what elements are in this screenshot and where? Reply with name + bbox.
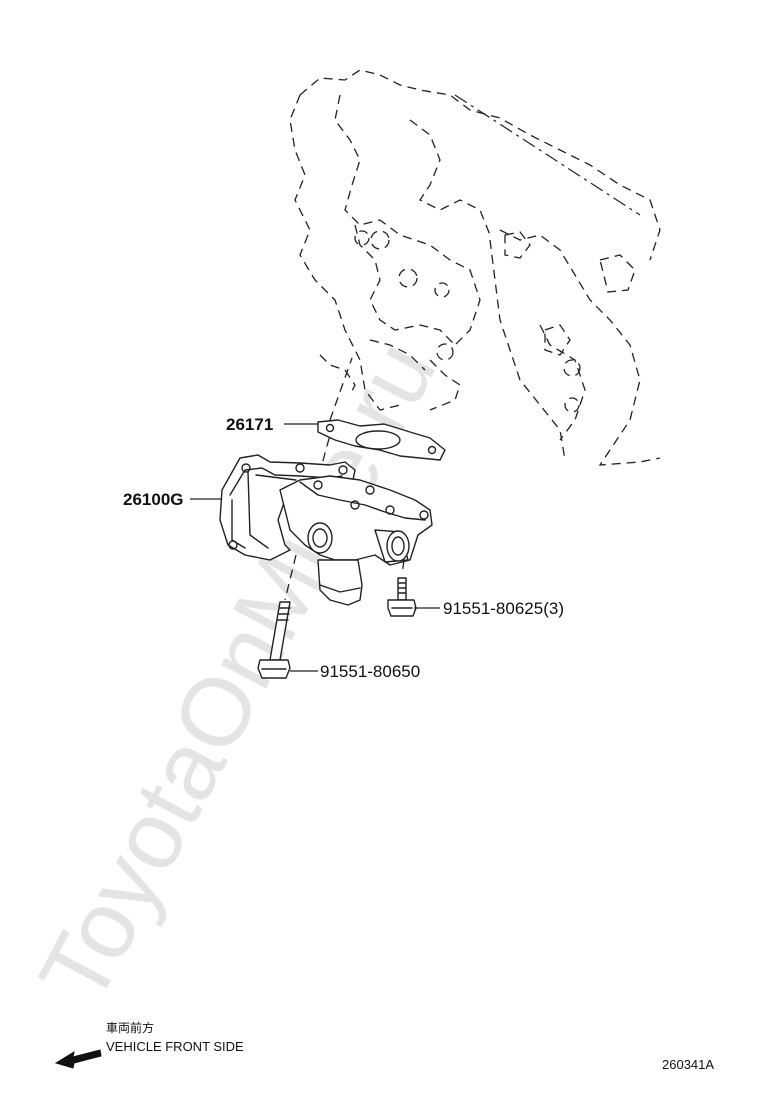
label-bolt-long: 91551-80650 [320, 662, 420, 681]
engine-block-outline [289, 69, 661, 466]
bolt-alignment-long [284, 554, 297, 601]
vehicle-front-indicator: 車両前方 VEHICLE FRONT SIDE [54, 1020, 244, 1069]
alignment-line-upper [329, 357, 353, 421]
label-egr-valve: 26100G [123, 490, 184, 509]
bolt-91551-80650 [257, 601, 291, 679]
bolt-alignment-short [401, 559, 405, 576]
front-label-cn: 車両前方 [106, 1020, 154, 1035]
front-label-en: VEHICLE FRONT SIDE [106, 1039, 244, 1054]
front-arrow-icon [54, 1049, 102, 1069]
gasket-26171 [317, 419, 446, 461]
alignment-line-lower [314, 434, 331, 491]
diagram-code: 260341A [662, 1057, 714, 1072]
egr-valve-26100g [219, 454, 433, 606]
bolt-91551-80625 [387, 577, 417, 617]
label-gasket: 26171 [226, 415, 273, 434]
label-bolt-short: 91551-80625(3) [443, 599, 564, 618]
